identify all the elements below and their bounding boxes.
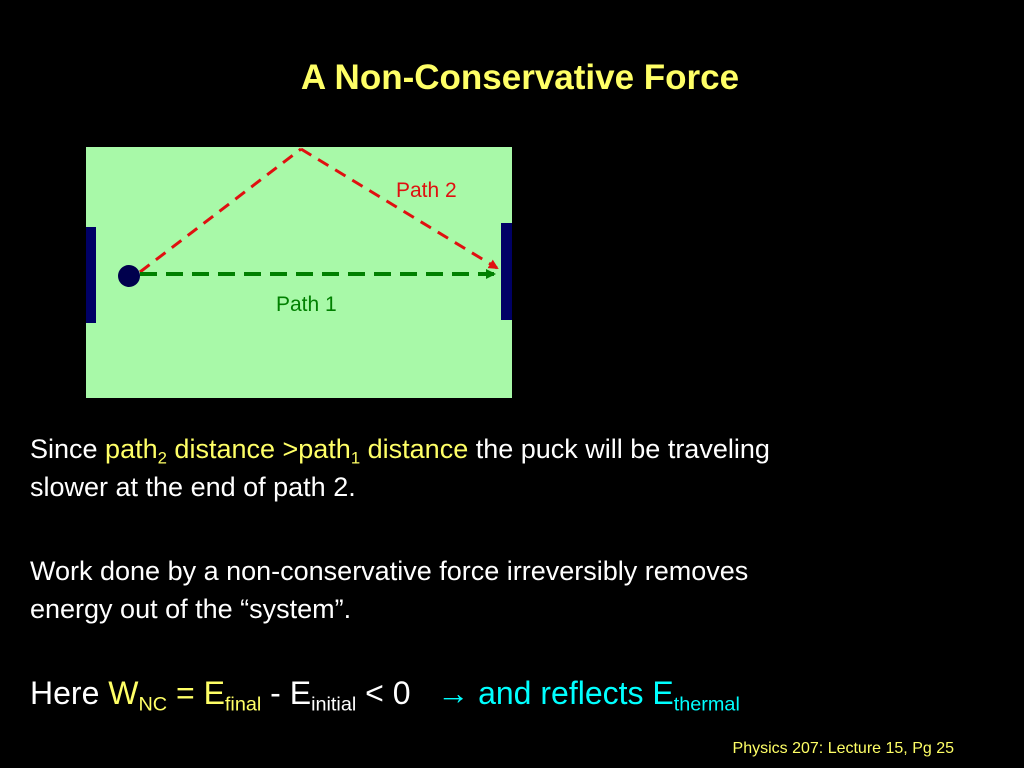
paragraph-path-comparison: Since path2 distance >path1 distance the… (30, 434, 770, 502)
path-2-line-return (300, 147, 499, 270)
right-wall (501, 223, 512, 320)
arrow-right-icon: → (437, 675, 470, 711)
left-wall (86, 227, 96, 323)
path-1-label: Path 1 (276, 293, 337, 316)
path-2-label: Path 2 (396, 179, 457, 202)
slide-footer: Physics 207: Lecture 15, Pg 25 (732, 740, 954, 757)
puck (118, 265, 140, 287)
slide-title: A Non-Conservative Force (300, 58, 740, 97)
paragraph-work-done: Work done by a non-conservative force ir… (30, 556, 749, 624)
path-2-line (139, 147, 302, 274)
work-energy-equation: Here WNC = Efinal - Einitial < 0 → and r… (30, 675, 740, 716)
